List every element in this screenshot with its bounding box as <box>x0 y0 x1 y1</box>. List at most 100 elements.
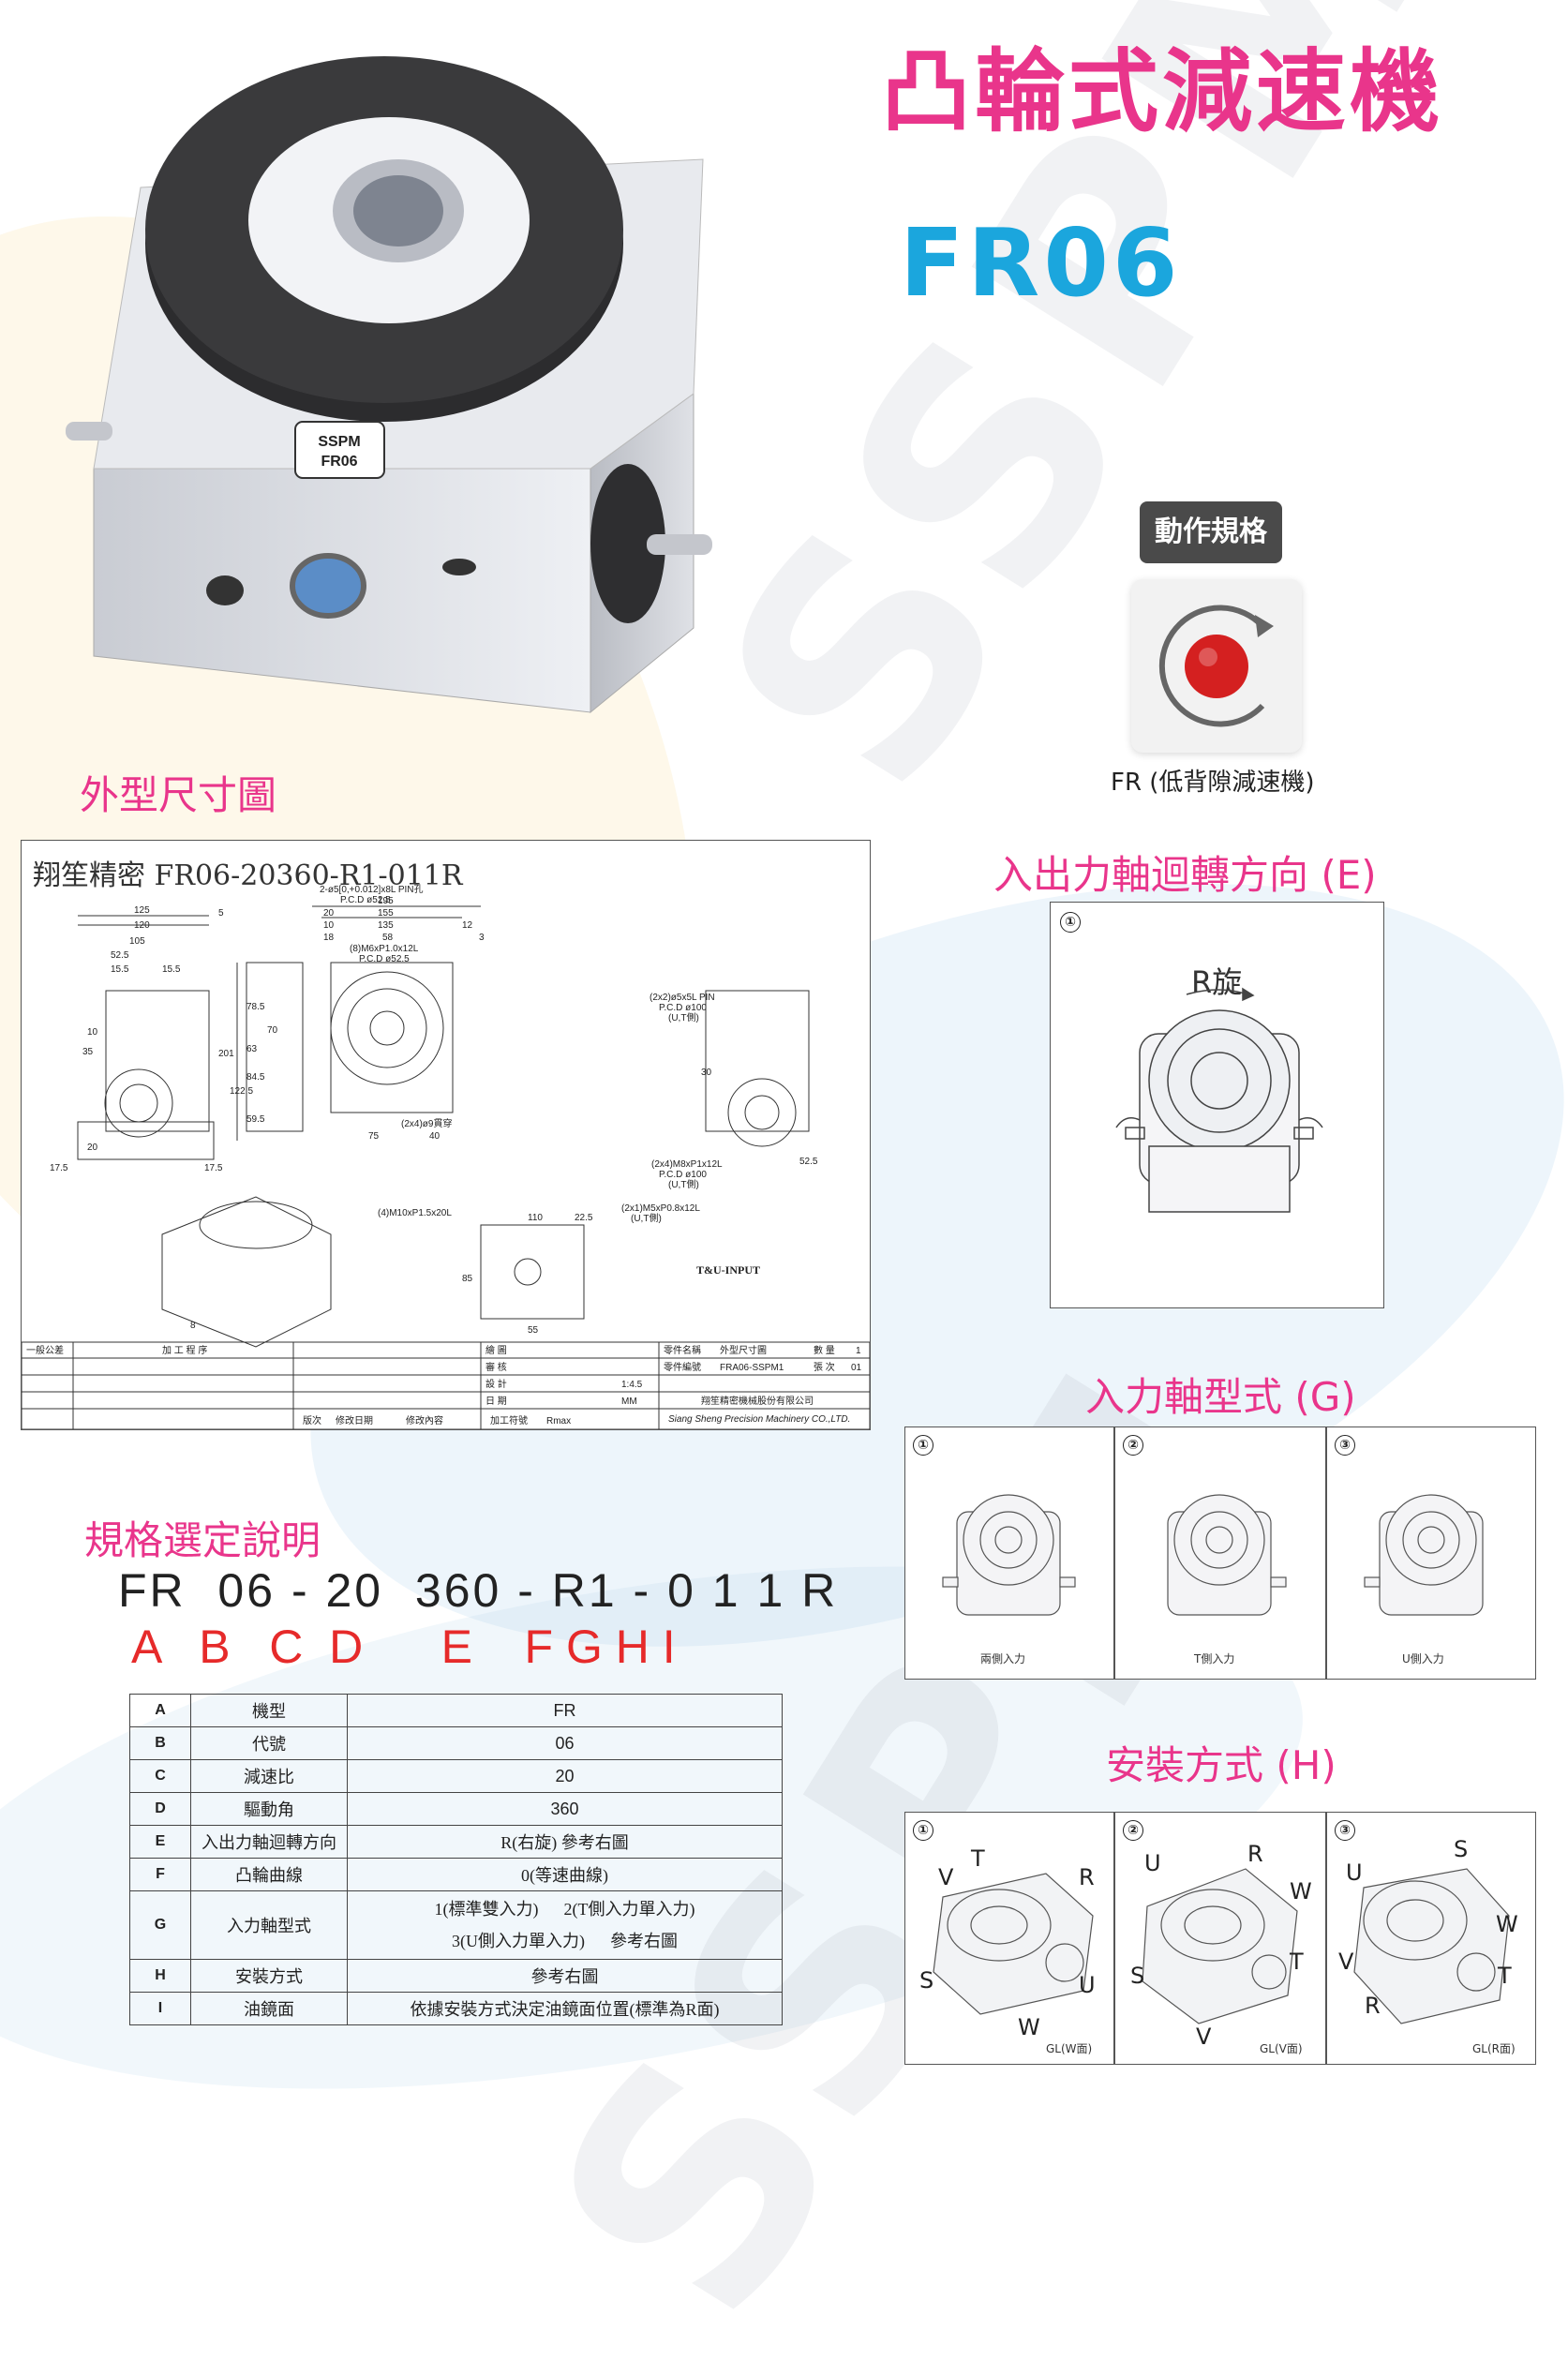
note-pin-holes: 2-ø5[0,+0.012]x8L PIN孔 <box>320 884 424 895</box>
table-row: I 油鏡面 依據安裝方式決定油鏡面位置(標準為R面) <box>129 1992 783 2025</box>
note-pcd-100: P.C.D ø100 <box>659 1003 707 1013</box>
page-title: 凸輪式減速機 <box>881 39 1443 144</box>
dim-52.5: 52.5 <box>111 950 129 961</box>
row-name: 安裝方式 <box>190 1959 348 1993</box>
input-shaft-heading: 入力軸型式 (G) <box>1085 1374 1356 1420</box>
dim-20b: 20 <box>87 1143 98 1153</box>
tb-name-label: 零件名稱 <box>664 1344 701 1356</box>
mount-2-letter-w: W <box>1290 1878 1312 1904</box>
tb-footer-2: 修改內容 <box>406 1414 443 1426</box>
mount-panel-3-caption: GL(R面) <box>1472 2042 1516 2055</box>
row-value-line1: 1(標準雙入力) 2(T側入力單入力) <box>434 1900 695 1919</box>
table-row: B 代號 06 <box>129 1726 783 1760</box>
row-value: 0(等速曲線) <box>347 1858 783 1891</box>
row-value: 參考右圖 <box>347 1959 783 1993</box>
dim-84.5: 84.5 <box>246 1072 265 1083</box>
spec-table: A 機型 FR B 代號 06 C 減速比 20 D 驅動角 360 E 入出力… <box>129 1694 783 2025</box>
mount-3-letter-r: R <box>1365 1993 1381 2019</box>
table-row: D 驅動角 360 <box>129 1792 783 1826</box>
rotation-panel-number: ① <box>1060 912 1081 933</box>
tb-tolerance: 一般公差 <box>26 1344 64 1356</box>
table-row: G 入力軸型式 1(標準雙入力) 2(T側入力單入力) 3(U側入力單入力) 參… <box>129 1890 783 1960</box>
mounting-heading: 安裝方式 (H) <box>1106 1742 1337 1788</box>
dim-15.5b: 15.5 <box>162 964 181 975</box>
row-name: 油鏡面 <box>190 1992 348 2025</box>
note-pcd-2: P.C.D ø52.5 <box>359 954 410 964</box>
table-row: E 入出力軸迴轉方向 R(右旋) 參考右圖 <box>129 1825 783 1859</box>
tb-qty-value: 1 <box>856 1346 861 1356</box>
row-key: I <box>129 1992 191 2025</box>
input-panel-1-number: ① <box>913 1435 933 1456</box>
mount-3-letter-v: V <box>1338 1949 1354 1975</box>
tb-footer-4: Rmax <box>546 1416 571 1426</box>
mount-2-letter-t: T <box>1290 1949 1304 1975</box>
row-key: E <box>129 1825 191 1859</box>
note-m6-holes: (8)M6xP1.0x12L <box>350 944 419 954</box>
mount-2-letter-v: V <box>1196 2024 1212 2050</box>
row-value-line2: 3(U側入力單入力) 參考右圖 <box>452 1932 678 1950</box>
input-panel-1-diagram <box>942 1494 1076 1616</box>
dim-78.5: 78.5 <box>246 1002 265 1012</box>
product-image: SSPM FR06 <box>66 56 712 714</box>
input-shaft-panels: ① 兩側入力 ② T側入力 ③ U側入力 <box>904 1426 1536 1680</box>
input-panel-2-diagram <box>1167 1494 1287 1616</box>
mount-panel-2-number: ② <box>1123 1820 1143 1841</box>
mount-3-letter-w: W <box>1496 1911 1518 1937</box>
dim-5: 5 <box>218 908 224 919</box>
row-value: 20 <box>347 1759 783 1793</box>
mount-3-letter-s: S <box>1454 1836 1469 1862</box>
dim-55: 55 <box>528 1325 539 1336</box>
row-name: 減速比 <box>190 1759 348 1793</box>
rotation-panel: ① R旋 <box>1050 902 1384 1308</box>
product-label-line1: SSPM <box>318 434 360 450</box>
dim-155: 155 <box>378 908 394 919</box>
tb-sheet-value: 01 <box>851 1363 862 1373</box>
dim-17.5a: 17.5 <box>50 1163 68 1173</box>
outline-heading: 外型尺寸圖 <box>80 772 277 818</box>
note-ut-2: (U,T側) <box>668 1178 699 1190</box>
mount-panel-3-number: ③ <box>1335 1820 1355 1841</box>
note-ut-1: (U,T側) <box>668 1011 699 1023</box>
dim-40: 40 <box>429 1131 441 1142</box>
input-panel-1-caption: 兩側入力 <box>980 1652 1026 1665</box>
dim-18: 18 <box>323 933 335 943</box>
mount-1-letter-t: T <box>971 1845 985 1872</box>
dim-135: 135 <box>378 920 394 931</box>
dim-15.5a: 15.5 <box>111 964 129 975</box>
row-name: 入力軸型式 <box>190 1890 348 1960</box>
dim-195: 195 <box>378 896 394 906</box>
dim-22.5: 22.5 <box>575 1213 593 1223</box>
rotation-heading: 入出力軸迴轉方向 (E) <box>993 852 1377 898</box>
table-row: F 凸輪曲線 0(等速曲線) <box>129 1858 783 1891</box>
mounting-panels: ① V T R S U W GL(W面) ② U R W S T V GL(V面… <box>904 1812 1536 2065</box>
selection-heading: 規格選定說明 <box>84 1517 321 1563</box>
mount-2-letter-s: S <box>1130 1963 1145 1989</box>
row-key: F <box>129 1858 191 1891</box>
note-ut-3: (U,T側) <box>631 1212 662 1224</box>
dim-20: 20 <box>323 908 335 919</box>
tb-no-value: FRA06-SSPM1 <box>720 1363 784 1373</box>
mount-2-letter-r: R <box>1247 1841 1263 1867</box>
tb-process: 加 工 程 序 <box>162 1344 207 1356</box>
mount-panel-2-diagram <box>1142 1868 1298 2024</box>
rotation-indicator-icon <box>1158 605 1274 727</box>
row-key: C <box>129 1759 191 1793</box>
dim-30: 30 <box>701 1068 712 1078</box>
tb-footer-0: 版次 <box>303 1414 321 1426</box>
note-tu-input: T&U-INPUT <box>696 1263 760 1277</box>
dim-110: 110 <box>528 1213 543 1223</box>
dim-105: 105 <box>129 936 145 947</box>
mount-panel-1-caption: GL(W面) <box>1046 2042 1093 2055</box>
input-panel-2-caption: T側入力 <box>1194 1652 1235 1665</box>
dim-35: 35 <box>82 1047 94 1057</box>
mount-panel-3-diagram <box>1353 1868 1510 2024</box>
mount-panel-1-diagram <box>933 1873 1094 2015</box>
dim-70: 70 <box>267 1025 278 1036</box>
motion-spec-badge: 動作規格 <box>1140 501 1282 563</box>
row-key: D <box>129 1792 191 1826</box>
input-panel-3-number: ③ <box>1335 1435 1355 1456</box>
note-through-holes: (2x4)ø9貫穿 <box>401 1117 452 1129</box>
tb-date: 日 期 <box>485 1396 507 1407</box>
tb-check: 審 核 <box>485 1361 507 1373</box>
mount-3-letter-t: T <box>1498 1963 1512 1989</box>
